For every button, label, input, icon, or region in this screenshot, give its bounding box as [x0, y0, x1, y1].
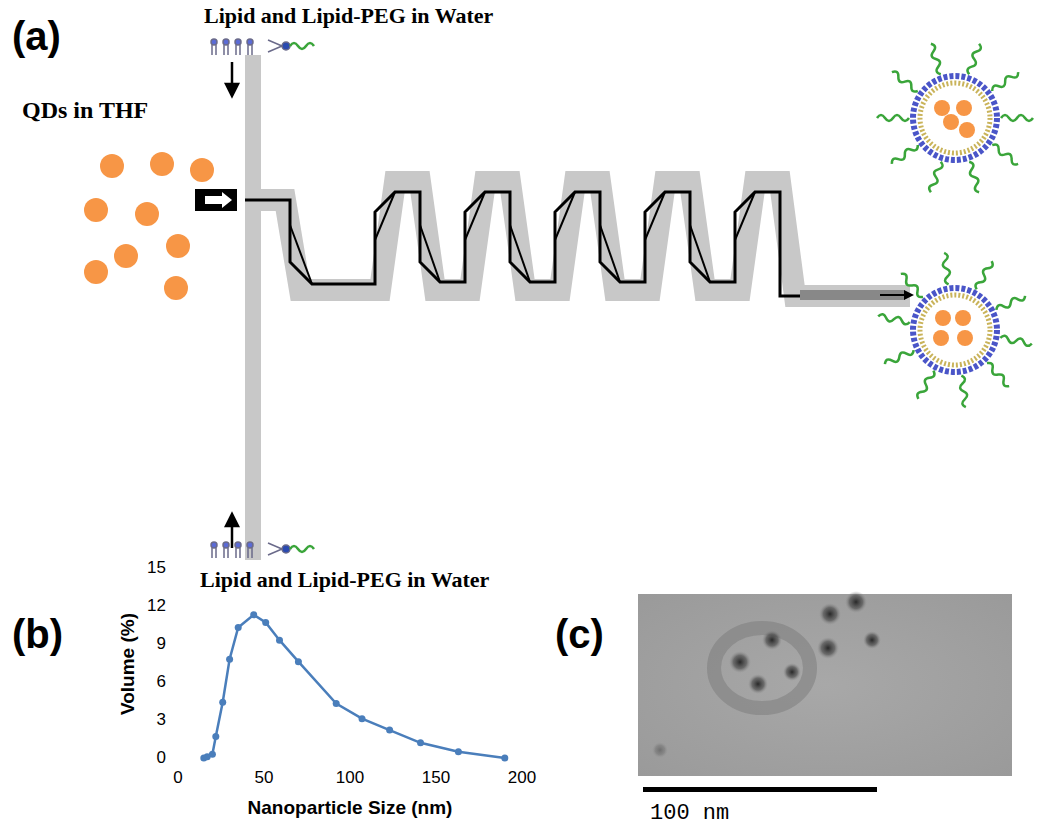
- panel-letter: (b): [12, 612, 63, 656]
- mixer-channel: [245, 192, 905, 296]
- data-markers: [200, 611, 508, 761]
- panel-letter: (a): [12, 14, 61, 58]
- inlet-label: Lipid and Lipid-PEG in Water: [200, 568, 489, 592]
- mixer-band: [255, 182, 910, 296]
- water-channel: [245, 55, 261, 560]
- tem-image: [638, 591, 1012, 776]
- lipid-nanoparticle: [877, 43, 1033, 193]
- tick-label: 0: [173, 769, 182, 788]
- scale-label: 100 nm: [650, 802, 729, 826]
- thf-inlet: [195, 189, 237, 211]
- axis-title: Nanoparticle Size (nm): [248, 798, 453, 819]
- inlet-label: QDs in THF: [22, 97, 148, 123]
- size-distribution-line: [204, 615, 505, 758]
- inlet-arrow: [205, 192, 232, 208]
- outlet: [800, 290, 905, 300]
- inlet-label: Lipid and Lipid-PEG in Water: [204, 4, 493, 28]
- tick-label: 9: [157, 635, 166, 654]
- panel-letter: (c): [555, 612, 604, 656]
- tick-label: 0: [157, 749, 166, 768]
- axis-title: Volume (%): [118, 613, 139, 715]
- channel-shortcuts: [290, 192, 755, 284]
- lipid-nanoparticle: [878, 252, 1033, 407]
- tick-label: 3: [157, 711, 166, 730]
- tick-label: 100: [336, 769, 364, 788]
- tick-label: 150: [422, 769, 450, 788]
- tick-label: 15: [147, 559, 166, 578]
- tick-label: 200: [508, 769, 536, 788]
- tick-label: 6: [157, 673, 166, 692]
- tick-label: 12: [147, 597, 166, 616]
- outlet-arrow: [880, 290, 914, 300]
- flow-arrows: [226, 62, 238, 548]
- tick-label: 50: [255, 769, 274, 788]
- quantum-dots: [84, 152, 214, 300]
- scale-bar: [643, 787, 877, 792]
